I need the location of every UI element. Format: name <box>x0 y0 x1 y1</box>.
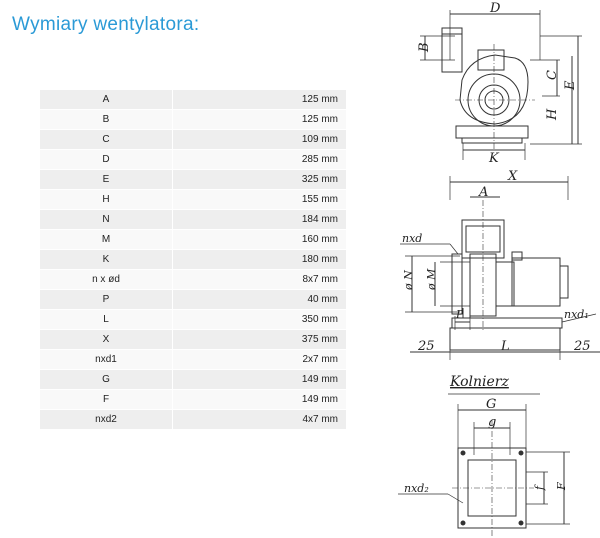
dimension-key: N <box>40 209 173 230</box>
dimension-key: X <box>40 329 173 350</box>
label-nxd1: nxd₁ <box>564 308 589 321</box>
dimension-value: 285 mm <box>172 149 346 170</box>
dimension-value: 125 mm <box>172 109 346 130</box>
label-f: f <box>533 484 546 491</box>
label-A: A <box>478 185 488 200</box>
dimension-value: 4x7 mm <box>172 409 346 430</box>
dimension-key: F <box>40 389 173 410</box>
label-nxd: nxd <box>402 232 422 245</box>
label-E: E <box>563 80 578 91</box>
label-25-right: 25 <box>573 339 591 354</box>
dimension-key: B <box>40 109 173 130</box>
label-M: ø M <box>425 268 438 291</box>
label-kolnierz: Kolnierz <box>449 374 509 390</box>
label-X: X <box>507 169 518 184</box>
label-D: D <box>489 1 501 16</box>
label-g: g <box>488 415 496 430</box>
dimension-key: G <box>40 369 173 390</box>
dimension-value: 325 mm <box>172 169 346 190</box>
dimension-value: 2x7 mm <box>172 349 346 370</box>
dimension-value: 180 mm <box>172 249 346 270</box>
dimension-value: 160 mm <box>172 229 346 250</box>
label-nxd2: nxd₂ <box>404 482 429 495</box>
dimension-key: D <box>40 149 173 170</box>
label-K: K <box>488 151 500 166</box>
label-25-left: 25 <box>417 339 435 354</box>
dimension-value: 155 mm <box>172 189 346 210</box>
dimension-value: 149 mm <box>172 369 346 390</box>
side-view <box>400 176 600 360</box>
dimension-value: 350 mm <box>172 309 346 330</box>
dimension-key: K <box>40 249 173 270</box>
dimension-key: P <box>40 289 173 310</box>
dimension-key: n x ød <box>40 269 173 290</box>
page-title: Wymiary wentylatora: <box>12 14 200 35</box>
label-G: G <box>486 397 496 412</box>
dimension-value: 125 mm <box>172 90 346 110</box>
dimension-value: 40 mm <box>172 289 346 310</box>
label-P: P <box>455 308 464 321</box>
dimension-value: 184 mm <box>172 209 346 230</box>
flange-view <box>398 393 570 536</box>
label-B: B <box>417 42 432 53</box>
dimension-key: C <box>40 129 173 150</box>
label-F: F <box>555 482 568 491</box>
dimension-key: M <box>40 229 173 250</box>
dimension-value: 8x7 mm <box>172 269 346 290</box>
dimension-key: L <box>40 309 173 330</box>
front-view <box>420 10 582 160</box>
dimension-key: E <box>40 169 173 190</box>
label-H: H <box>545 108 560 121</box>
dimension-key: A <box>40 90 173 110</box>
dimension-value: 149 mm <box>172 389 346 410</box>
label-L: L <box>500 339 510 354</box>
dimension-key: nxd2 <box>40 409 173 430</box>
dimension-key: nxd1 <box>40 349 173 370</box>
fan-technical-drawing: D B C E H K X A nxd ø N ø M P nxd₁ L 25 … <box>398 1 600 536</box>
label-N: ø N <box>402 270 415 291</box>
drawing-labels: D B C E H K X A nxd ø N ø M P nxd₁ L 25 … <box>402 1 591 495</box>
dimension-key: H <box>40 189 173 210</box>
dimension-value: 375 mm <box>172 329 346 350</box>
dimension-value: 109 mm <box>172 129 346 150</box>
label-C: C <box>545 70 560 80</box>
